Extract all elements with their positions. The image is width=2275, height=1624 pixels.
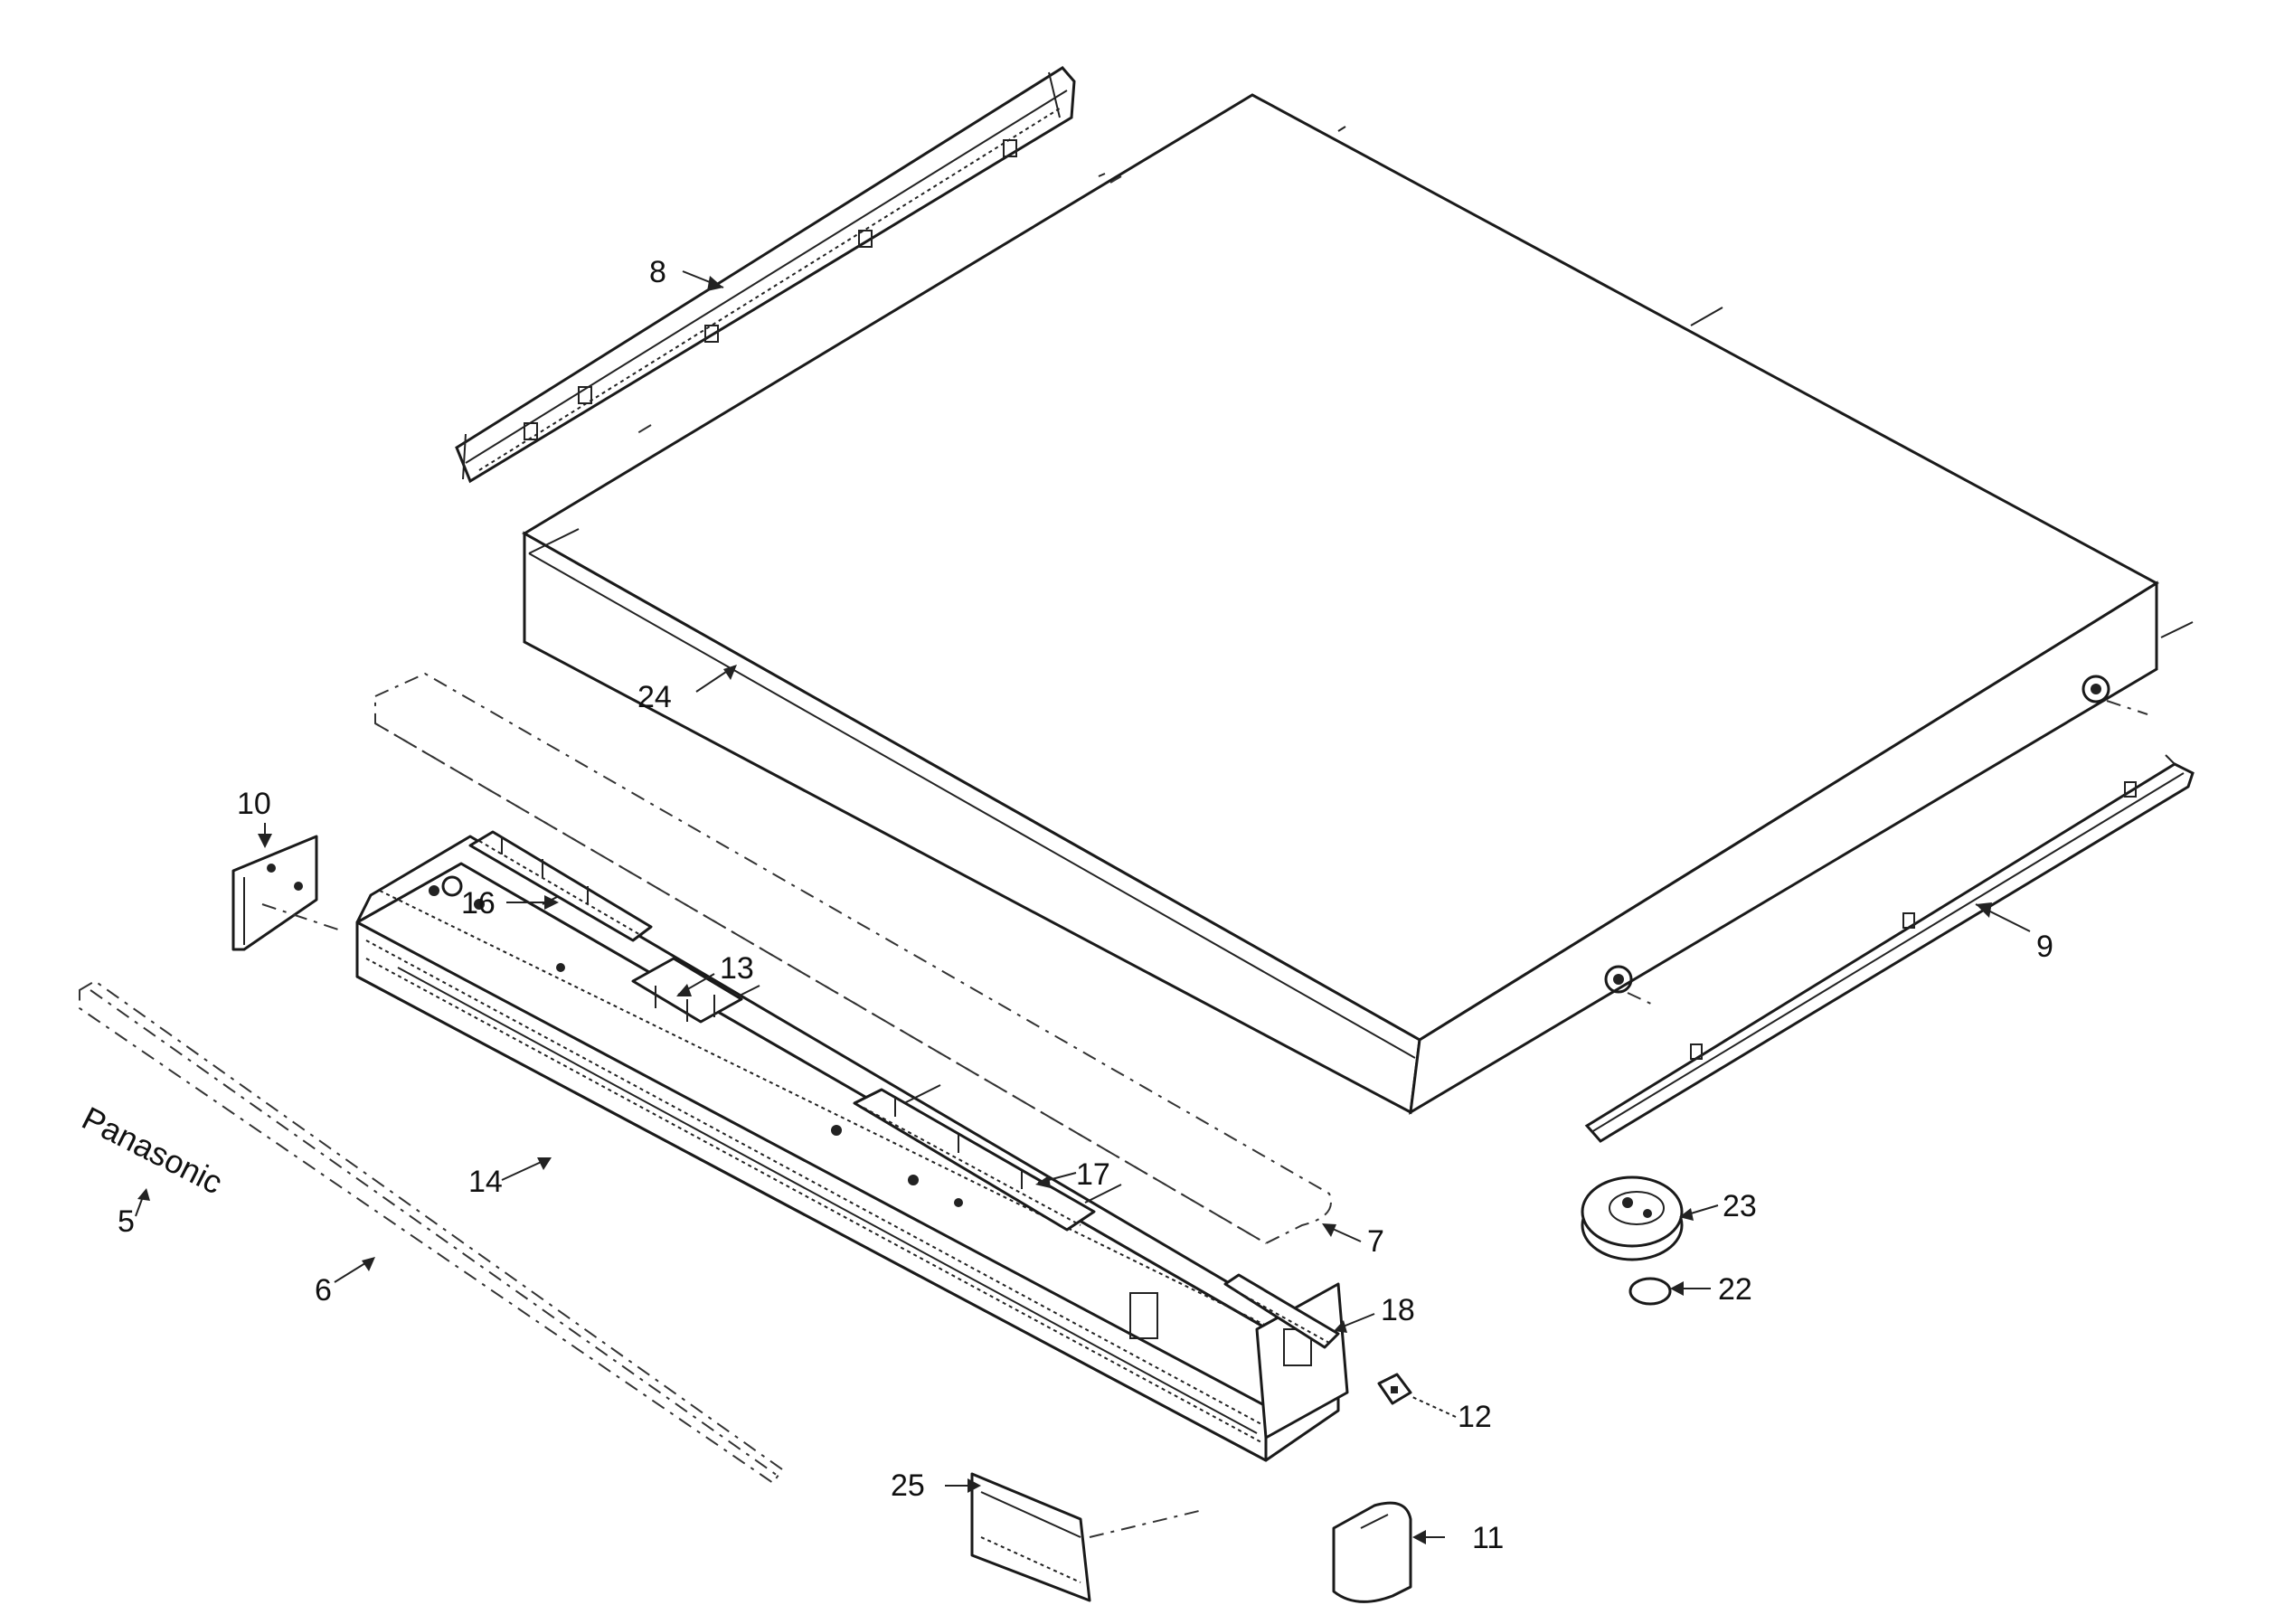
flex-cable (970, 1472, 1204, 1602)
left-end-bracket (231, 835, 345, 951)
callout-25: 25 (891, 1468, 925, 1503)
callout-9: 9 (2036, 930, 2053, 964)
callout-5: 5 (118, 1204, 135, 1239)
callout-16: 16 (461, 886, 496, 921)
pcb-17 (853, 1088, 1096, 1232)
callout-13: 13 (720, 951, 754, 986)
rear-bracket (455, 66, 1122, 484)
callout-24: 24 (637, 680, 672, 714)
callout-6: 6 (315, 1273, 332, 1308)
callout-22: 22 (1718, 1272, 1752, 1307)
callout-11: 11 (1472, 1521, 1504, 1555)
callout-10: 10 (237, 787, 271, 821)
pcb-16 (468, 830, 653, 942)
knob-23 (1581, 1176, 1684, 1261)
callout-17: 17 (1076, 1157, 1110, 1192)
right-end-cap (1332, 1501, 1412, 1603)
front-trim-panel (374, 672, 1332, 1245)
brand-logo-text: Panasonic (76, 1100, 228, 1202)
callout-7: 7 (1367, 1224, 1384, 1259)
pcb-18 (1223, 1273, 1340, 1349)
callout-12: 12 (1458, 1400, 1492, 1434)
callout-23: 23 (1723, 1189, 1757, 1223)
side-rail (1584, 700, 2195, 1143)
top-cover (522, 93, 2194, 1115)
callout-8: 8 (649, 255, 666, 289)
callout-18: 18 (1381, 1293, 1415, 1327)
badge-strip (79, 979, 784, 1485)
switch-part (1377, 1373, 1412, 1405)
leader-arrows (135, 270, 2031, 1544)
callout-14: 14 (468, 1165, 503, 1199)
front-chassis (355, 835, 1349, 1462)
button-22 (1628, 1277, 1672, 1306)
